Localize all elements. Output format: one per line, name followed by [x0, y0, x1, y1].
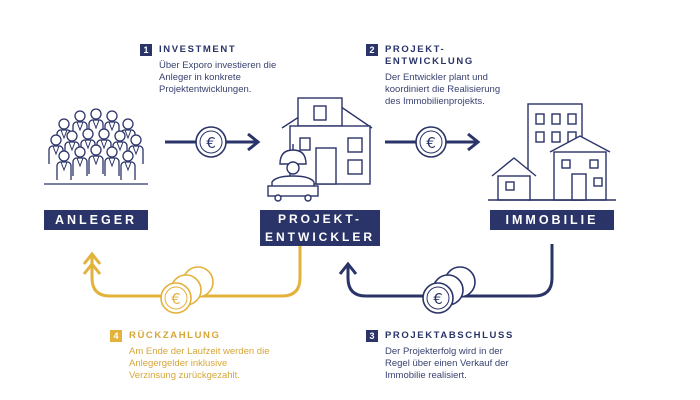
step-number-2: 2 [366, 44, 378, 56]
node-label-projektentwickler: PROJEKT- ENTWICKLER [260, 210, 380, 246]
node-label-projektentwickler-line1: PROJEKT- [277, 212, 362, 226]
step-text-3: Der Projekterfolg wird in der Regel über… [385, 346, 509, 381]
svg-text:€: € [433, 290, 443, 308]
svg-text:€: € [171, 290, 181, 308]
step-text-4: Am Ende der Laufzeit werden die Anlegerg… [129, 346, 270, 381]
step-title-3: PROJEKTABSCHLUSS [385, 330, 514, 341]
svg-text:€: € [206, 134, 216, 152]
euro-coin-icon-1: € [195, 126, 227, 158]
step-title-2: PROJEKT-ENTWICKLUNG [385, 44, 474, 67]
investors-crowd-icon [44, 108, 148, 185]
step-number-4: 4 [110, 330, 122, 342]
svg-text:€: € [426, 134, 436, 152]
step-4: 4 RÜCKZAHLUNG Am Ende der Laufzeit werde… [110, 330, 275, 382]
euro-coins-stack-icon-navy: € [422, 266, 476, 314]
step-title-4: RÜCKZAHLUNG [129, 330, 221, 341]
arrow-right-icon-2 [385, 132, 481, 152]
node-label-projektentwickler-line2: ENTWICKLER [265, 230, 375, 244]
euro-coin-icon-2: € [415, 126, 447, 158]
arrow-right-icon-1 [165, 132, 261, 152]
step-title-1: INVESTMENT [159, 44, 237, 55]
construction-worker-icon [267, 144, 319, 202]
step-number-3: 3 [366, 330, 378, 342]
step-number-1: 1 [140, 44, 152, 56]
node-label-anleger: ANLEGER [44, 210, 148, 230]
step-2: 2 PROJEKT-ENTWICKLUNG Der Entwickler pla… [366, 44, 510, 108]
step-text-1: Über Exporo investieren die Anleger in k… [159, 60, 277, 95]
step-1: 1 INVESTMENT Über Exporo investieren die… [140, 44, 289, 96]
step-text-2: Der Entwickler plant und koordiniert die… [385, 72, 501, 107]
developer-house-icon [281, 97, 373, 185]
node-label-immobilie: IMMOBILIE [490, 210, 614, 230]
euro-coins-stack-icon-gold: € [160, 266, 214, 314]
real-estate-buildings-icon [488, 103, 616, 201]
step-3: 3 PROJEKTABSCHLUSS Der Projekterfolg wir… [366, 330, 525, 382]
